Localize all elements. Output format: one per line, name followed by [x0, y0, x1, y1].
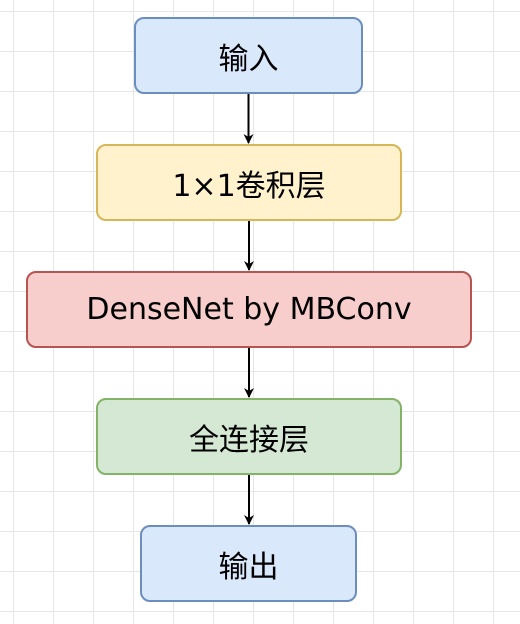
conv1x1-node: 1×1卷积层 [96, 144, 402, 221]
densenet-node-label: DenseNet by MBConv [86, 292, 412, 327]
fully-connected-node-label: 全连接层 [189, 422, 309, 458]
fully-connected-node: 全连接层 [96, 398, 402, 475]
densenet-node: DenseNet by MBConv [26, 271, 472, 348]
conv1x1-node-label: 1×1卷积层 [172, 168, 326, 204]
input-node-label: 输入 [218, 41, 279, 77]
input-node: 输入 [134, 17, 363, 94]
output-node: 输出 [140, 525, 357, 602]
output-node-label: 输出 [218, 549, 279, 585]
